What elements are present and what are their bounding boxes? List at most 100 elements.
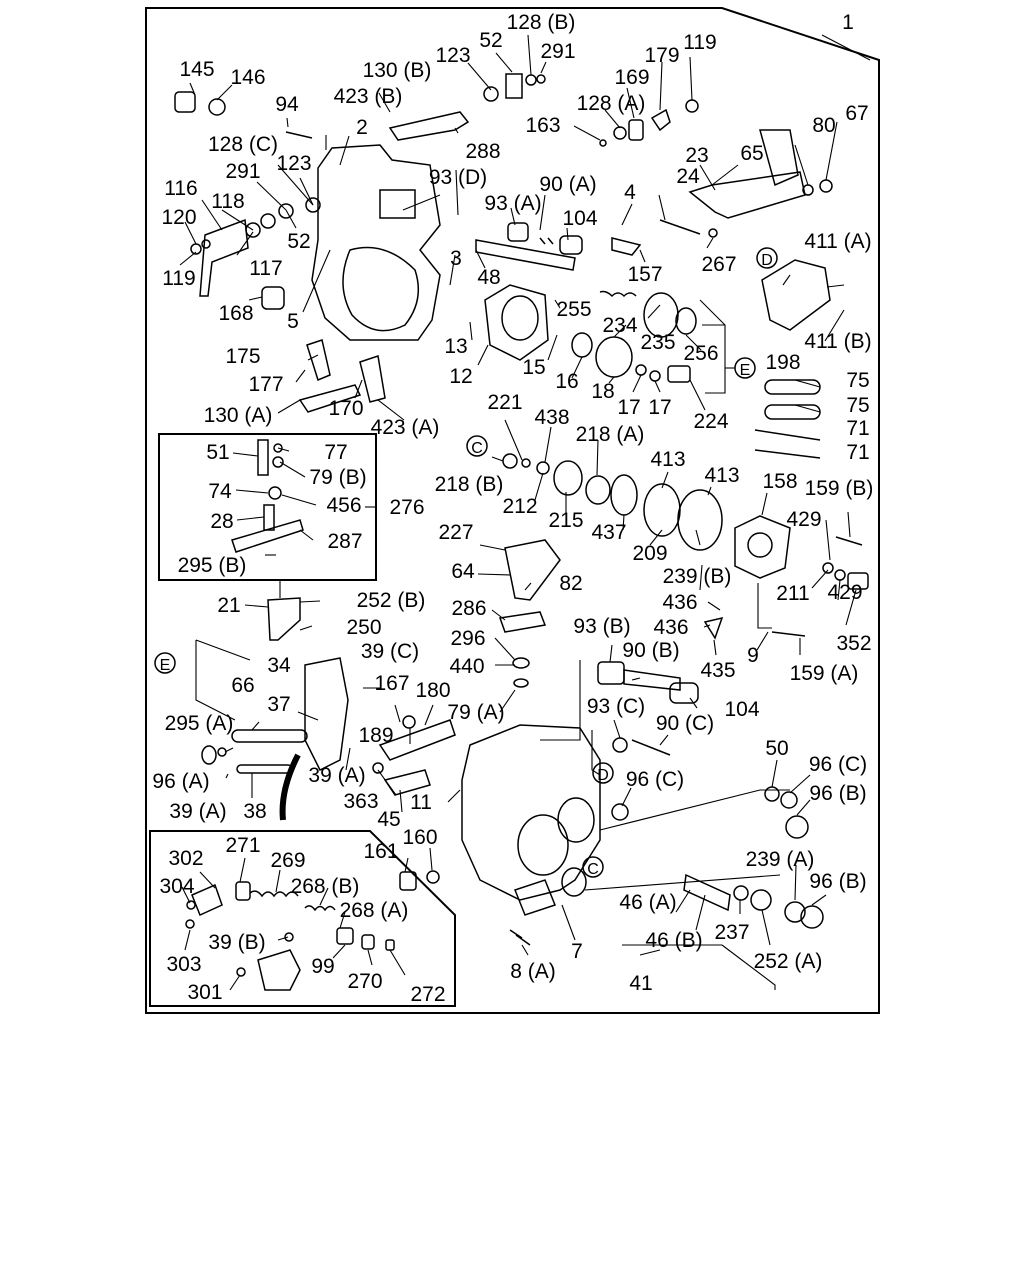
callout-label: 269	[270, 849, 305, 872]
callout-label: 39 (C)	[361, 640, 419, 663]
callout-label: 48	[477, 266, 500, 289]
callout-label: 239 (B)	[663, 565, 732, 588]
callout-label: 437	[591, 521, 626, 544]
callout-label: 145	[179, 58, 214, 81]
marker-c-right-label: C	[587, 861, 599, 878]
callout-label: 37	[267, 693, 290, 716]
callout-label: 21	[217, 594, 240, 617]
callout-label: 116	[164, 177, 197, 200]
callout-label: 11	[410, 791, 432, 814]
callout-label: 12	[449, 365, 472, 388]
callout-label: 423 (A)	[371, 416, 440, 439]
callout-label: 13	[444, 335, 467, 358]
callout-label: 66	[231, 674, 254, 697]
callout-label: 93 (A)	[484, 192, 541, 215]
callout-label: 146	[230, 66, 265, 89]
callout-label: 9	[747, 644, 759, 667]
inset-box-lower-left	[149, 830, 456, 1007]
callout-label: 79 (B)	[309, 466, 366, 489]
callout-label: 252 (A)	[754, 950, 823, 973]
callout-label: 119	[683, 31, 716, 54]
callout-label: 288	[465, 140, 500, 163]
callout-label: 74	[208, 480, 232, 503]
marker-d-mid-label: D	[597, 767, 609, 784]
callout-label: 438	[534, 406, 569, 429]
callout-label: 440	[449, 655, 484, 678]
marker-d-top-label: D	[761, 252, 773, 269]
callout-label: 4	[624, 181, 636, 204]
callout-label: 90 (A)	[539, 173, 596, 196]
callout-label: 46 (B)	[645, 929, 702, 952]
callout-label: 93 (D)	[429, 166, 487, 189]
callout-label: 423 (B)	[334, 85, 403, 108]
callout-label: 128 (C)	[208, 133, 278, 156]
callout-label: 163	[525, 114, 560, 137]
callout-label: 71	[846, 441, 869, 464]
callout-label: 71	[846, 417, 869, 440]
callout-label: 159 (B)	[805, 477, 874, 500]
callout-label: 80	[812, 114, 835, 137]
marker-c-left	[466, 435, 488, 457]
callout-label: 90 (C)	[656, 712, 714, 735]
callout-label: 413	[704, 464, 739, 487]
callout-label: 93 (B)	[573, 615, 630, 638]
callout-label: 128 (A)	[577, 92, 646, 115]
marker-d-top	[756, 247, 778, 269]
callout-label: 94	[275, 93, 299, 116]
callout-label: 39 (A)	[169, 800, 226, 823]
marker-c-right	[582, 856, 604, 878]
callout-label: 34	[267, 654, 291, 677]
callout-label: 363	[343, 790, 378, 813]
callout-label: 198	[765, 351, 800, 374]
callout-label: 96 (B)	[809, 870, 866, 893]
callout-label: 224	[693, 410, 728, 433]
callout-label: 160	[402, 826, 437, 849]
marker-e-left-label: E	[160, 657, 171, 674]
callout-label: 209	[632, 542, 667, 565]
callout-label: 96 (A)	[152, 770, 209, 793]
callout-label: 23	[685, 144, 708, 167]
callout-label: 16	[555, 370, 578, 393]
callout-label: 96 (B)	[809, 782, 866, 805]
callout-label: 2	[356, 116, 368, 139]
callout-label: 46 (A)	[619, 891, 676, 914]
callout-label: 118	[211, 190, 244, 213]
callout-label: 211	[776, 582, 809, 605]
callout-label: 287	[327, 530, 362, 553]
callout-label: 237	[714, 921, 749, 944]
callout-label: 168	[218, 302, 253, 325]
callout-label: 45	[377, 808, 400, 831]
callout-label: 436	[653, 616, 688, 639]
callout-label: 301	[187, 981, 222, 1004]
callout-label: 3	[450, 247, 462, 270]
marker-e-top	[734, 357, 756, 379]
callout-label: 411 (A)	[804, 230, 871, 253]
callout-label: 250	[346, 616, 381, 639]
callout-label: 77	[324, 441, 347, 464]
callout-label: 221	[487, 391, 522, 414]
marker-e-top-label: E	[740, 362, 751, 379]
callout-label: 158	[762, 470, 797, 493]
callout-label: 79 (A)	[447, 701, 504, 724]
callout-label: 39 (B)	[208, 931, 265, 954]
callout-label: 104	[562, 207, 597, 230]
callout-label: 7	[571, 940, 583, 963]
callout-label: 41	[629, 972, 652, 995]
callout-label: 161	[363, 840, 398, 863]
callout-label: 93 (C)	[587, 695, 645, 718]
callout-label: 170	[328, 397, 363, 420]
callout-label: 17	[648, 396, 671, 419]
callout-label: 268 (B)	[291, 875, 360, 898]
callout-label: 302	[168, 847, 203, 870]
callout-label: 167	[374, 672, 409, 695]
callout-label: 50	[765, 737, 788, 760]
callout-label: 295 (B)	[178, 554, 247, 577]
callout-label: 291	[540, 40, 575, 63]
callout-label: 212	[502, 495, 537, 518]
callout-label: 286	[451, 597, 486, 620]
callout-label: 130 (B)	[363, 59, 432, 82]
callout-label: 272	[410, 983, 445, 1006]
callout-label: 435	[700, 659, 735, 682]
callout-label: 39 (A)	[308, 764, 365, 787]
